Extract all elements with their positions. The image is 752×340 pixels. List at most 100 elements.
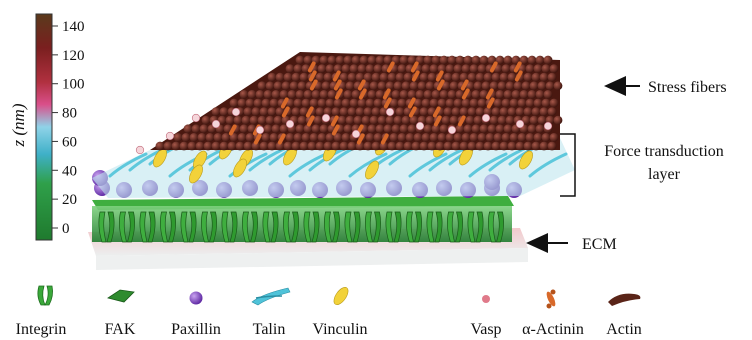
actin-bead [282, 81, 291, 90]
actin-bead [316, 142, 325, 151]
actin-bead [438, 99, 447, 108]
actin-bead [396, 107, 405, 116]
actin-bead [402, 81, 411, 90]
actin-bead [320, 124, 329, 133]
actin-bead [396, 142, 405, 151]
actin-bead [468, 142, 477, 151]
actin-bead [344, 124, 353, 133]
actin-bead [418, 81, 427, 90]
actin-bead [466, 116, 475, 125]
actin-bead [432, 56, 441, 65]
actin-bead [268, 107, 277, 116]
actin-bead [540, 142, 549, 151]
colorbar-tick-label: 140 [62, 19, 85, 35]
actin-bead [476, 73, 485, 82]
actin-bead [518, 99, 527, 108]
actin-bead [334, 99, 343, 108]
actin-bead [468, 73, 477, 82]
actin-bead [238, 133, 247, 142]
actin-bead [292, 73, 301, 82]
actin-bead [534, 99, 543, 108]
actin-bead [516, 142, 525, 151]
vasp [482, 114, 490, 122]
actin-bead [398, 64, 407, 73]
actin-bead [392, 90, 401, 99]
actin-bead [550, 64, 559, 73]
actin-bead [474, 81, 483, 90]
actin-bead [536, 90, 545, 99]
actin-bead [318, 99, 327, 108]
actin-bead [296, 124, 305, 133]
actin-bead [312, 124, 321, 133]
colorbar-tick-label: 20 [62, 192, 77, 208]
legend-label-talin: Talin [253, 321, 286, 338]
actin-bead [402, 116, 411, 125]
actin-bead [366, 99, 375, 108]
actin-bead [372, 142, 381, 151]
vasp [448, 126, 456, 134]
actin-bead [272, 90, 281, 99]
actin-bead [390, 133, 399, 142]
actin-bead [420, 107, 429, 116]
actin-bead [356, 107, 365, 116]
actin-bead [550, 99, 559, 108]
vasp [322, 114, 330, 122]
actin-bead [500, 142, 509, 151]
actin-bead [512, 90, 521, 99]
vinculin-icon [331, 285, 351, 307]
actin-bead [370, 116, 379, 125]
actin-bead [286, 133, 295, 142]
actin-bead [392, 124, 401, 133]
actin-bead [240, 124, 249, 133]
actin-bead [526, 99, 535, 108]
actin-bead [526, 64, 535, 73]
actin-bead [378, 116, 387, 125]
actin-bead [384, 124, 393, 133]
actin-bead [350, 64, 359, 73]
actin-bead [184, 124, 193, 133]
actin-bead [508, 107, 517, 116]
actin-bead [480, 56, 489, 65]
vasp-icon [482, 295, 490, 303]
actin-bead [500, 107, 509, 116]
actin-bead [346, 81, 355, 90]
actin-bead [276, 73, 285, 82]
actin-bead [478, 133, 487, 142]
actin-bead [406, 133, 415, 142]
actin-bead [362, 116, 371, 125]
actin-bead [268, 142, 277, 151]
actin-bead [428, 73, 437, 82]
actin-bead [304, 56, 313, 65]
actin-bead [496, 90, 505, 99]
ecm-label: ECM [582, 236, 617, 253]
actin-bead [190, 133, 199, 142]
actin-bead [546, 81, 555, 90]
actin-bead [386, 116, 395, 125]
vasp [386, 108, 394, 116]
actin-bead [376, 56, 385, 65]
actin-bead [420, 73, 429, 82]
actin-bead [234, 116, 243, 125]
actin-bead [292, 142, 301, 151]
actin-bead [398, 99, 407, 108]
actin-bead [468, 107, 477, 116]
vasp [416, 122, 424, 130]
actin-bead [188, 142, 197, 151]
actin-bead [320, 90, 329, 99]
actin-bead [206, 133, 215, 142]
actin-bead [502, 64, 511, 73]
vasp [516, 120, 524, 128]
actin-bead [230, 99, 239, 108]
actin-bead [488, 124, 497, 133]
vasp [544, 122, 552, 130]
actin-bead [432, 90, 441, 99]
actin-bead [310, 133, 319, 142]
actin-bead [350, 99, 359, 108]
actin-bead [294, 64, 303, 73]
actin-bead [530, 81, 539, 90]
actin-bead [442, 116, 451, 125]
actin-bead [198, 133, 207, 142]
actin-bead [296, 56, 305, 65]
